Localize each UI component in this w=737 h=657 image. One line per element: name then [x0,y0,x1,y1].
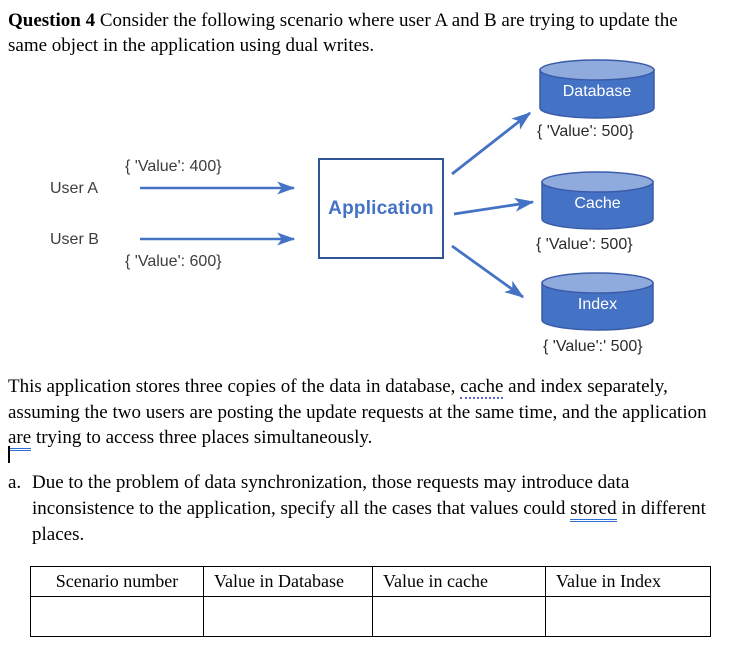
proofing-double-stored: stored [570,498,617,522]
cell-value-in-cache[interactable] [372,596,546,637]
body-paragraph: This application stores three copies of … [8,374,732,451]
header-value-in-database: Value in Database [203,566,373,597]
list-marker-a: a. [8,472,22,493]
question-number: Question 4 [8,10,96,31]
cache-label: Cache [574,195,621,212]
cell-value-in-database[interactable] [203,596,373,637]
question-title: Question 4 Consider the following scenar… [8,10,678,56]
database-cylinder [539,59,655,119]
diagram-shapes [140,59,655,331]
index-label: Index [577,296,618,313]
dual-writes-diagram: User A User B { 'Value': 400} { 'Value':… [0,55,737,365]
cache-value-label: { 'Value': 500} [536,236,633,253]
header-value-in-index: Value in Index [545,566,711,597]
index-cylinder [541,272,654,331]
header-scenario-number: Scenario number [30,566,204,597]
answer-table: Scenario number Value in Database Value … [30,566,711,637]
database-value-label: { 'Value': 500} [537,123,634,140]
table-row [30,596,711,637]
table-header-row: Scenario number Value in Database Value … [30,566,711,597]
user-b-label: User B [50,231,99,248]
cache-cylinder [541,171,654,230]
arrow-to-cache [453,197,535,216]
arrow-to-index [451,244,525,299]
value-b-label: { 'Value': 600} [125,253,222,270]
application-label: Application [328,197,434,219]
cell-value-in-index[interactable] [545,596,711,637]
user-a-label: User A [50,180,99,197]
text-cursor[interactable] [8,446,10,463]
index-value-label: { 'Value':' 500} [543,338,643,355]
proofing-dotted-cache: cache [460,376,504,399]
arrow-to-database [451,111,532,176]
proofing-double-are: are [8,427,32,451]
database-label: Database [562,83,632,100]
sub-question-a: a. Due to the problem of data synchroniz… [8,472,706,545]
value-a-label: { 'Value': 400} [125,158,222,175]
cell-scenario-number[interactable] [30,596,204,637]
header-value-in-cache: Value in cache [372,566,546,597]
application-box: Application [318,158,444,259]
